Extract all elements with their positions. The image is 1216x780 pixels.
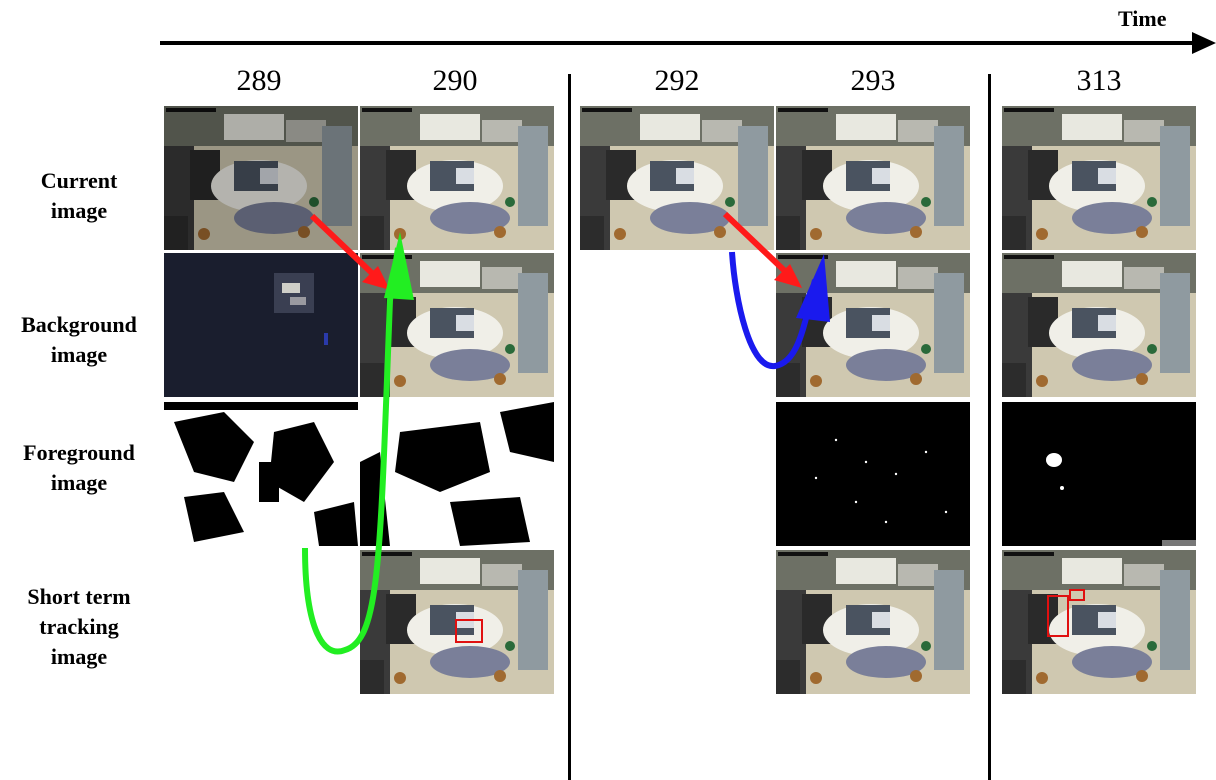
background-image-293 (776, 253, 970, 397)
tracking-image-293 (776, 550, 970, 694)
frame-number-293: 293 (850, 64, 896, 97)
time-axis-arrow (160, 32, 1216, 54)
foreground-image-290 (360, 402, 554, 546)
background-image-290 (360, 253, 554, 397)
foreground-image-293 (776, 402, 970, 546)
row-label-background: Background image (21, 312, 137, 367)
row-label-current: Current image (40, 168, 118, 223)
frame-number-313: 313 (1076, 64, 1122, 97)
time-axis-label: Time (1118, 6, 1167, 31)
tracking-image-313 (1002, 550, 1196, 694)
tracking-box (1047, 595, 1069, 637)
background-image-313 (1002, 253, 1196, 397)
tracking-box (1069, 589, 1085, 601)
current-image-313 (1002, 106, 1196, 250)
frame-number-289: 289 (236, 64, 282, 97)
frame-number-292: 292 (654, 64, 700, 97)
separator-line (568, 74, 571, 780)
row-label-foreground: Foreground image (23, 440, 135, 495)
current-image-292 (580, 106, 774, 250)
background-image-289 (164, 253, 358, 397)
row-label-tracking: Short term tracking image (27, 584, 131, 669)
frame-number-290: 290 (432, 64, 478, 97)
current-image-293 (776, 106, 970, 250)
tracking-box (455, 619, 483, 643)
foreground-image-289 (164, 402, 358, 546)
current-image-290 (360, 106, 554, 250)
separator-line (988, 74, 991, 780)
tracking-image-290 (360, 550, 554, 694)
current-image-289 (164, 106, 358, 250)
foreground-image-313 (1002, 402, 1196, 546)
